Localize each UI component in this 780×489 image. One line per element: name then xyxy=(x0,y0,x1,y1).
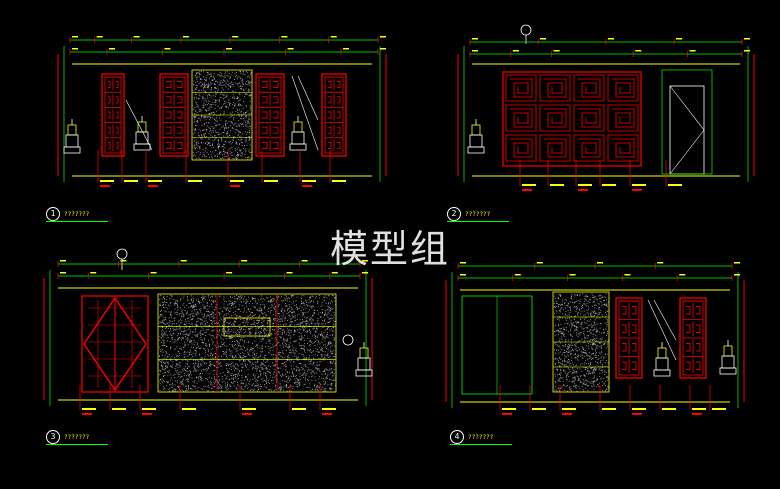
elevation-1-top-dim xyxy=(69,36,386,43)
elevation-4-top-dim xyxy=(457,262,740,269)
elevation-4-frame xyxy=(445,272,745,408)
view-underline-1 xyxy=(46,221,108,222)
elevation-2-frame xyxy=(457,46,755,182)
view-title-4: ??????? xyxy=(468,433,494,441)
elevation-3-lantern xyxy=(355,342,373,377)
elevation-3-top-dim-2 xyxy=(57,272,368,279)
elevation-1-lattice-c xyxy=(255,73,285,157)
elevation-3-stone-wall xyxy=(157,293,337,393)
elevation-1-stone xyxy=(191,69,253,161)
elevation-2-top-dim-2 xyxy=(469,50,750,57)
elevation-2-grid-bubble xyxy=(520,24,532,36)
elevation-4 xyxy=(445,262,745,415)
elevation-4-lantern-a xyxy=(653,342,671,377)
elevation-1-lantern-a xyxy=(133,116,151,151)
elevation-3-section-bubble xyxy=(342,334,354,346)
elevation-4-callouts xyxy=(499,385,726,415)
view-underline-4 xyxy=(450,444,512,445)
elevation-2-top-dim xyxy=(469,38,750,45)
elevation-1-lantern-b xyxy=(289,116,307,151)
elevation-4-lattice-a xyxy=(615,297,643,379)
view-number-4: 4 xyxy=(450,430,464,444)
elevation-2-door-frame xyxy=(661,69,713,175)
elevation-2-door xyxy=(669,85,705,175)
elevation-4-stone xyxy=(552,291,610,393)
view-tag-1: 1 ??????? xyxy=(46,207,108,222)
elevation-3-top-dim xyxy=(57,260,368,267)
view-number-2: 2 xyxy=(447,207,461,221)
elevation-3 xyxy=(43,248,373,415)
elevation-1-callouts xyxy=(97,150,346,187)
view-tag-2: 2 ??????? xyxy=(447,207,509,222)
elevation-1-top-dim-2 xyxy=(69,48,386,55)
view-title-1: ??????? xyxy=(64,210,90,218)
view-tag-3: 3 ??????? xyxy=(46,430,108,445)
view-tag-4: 4 ??????? xyxy=(450,430,512,445)
elevation-1-lattice-d xyxy=(321,73,347,157)
elevation-1-lattice-a xyxy=(101,73,125,157)
elevation-3-callouts xyxy=(79,385,336,415)
elevation-4-top-dim-2 xyxy=(457,274,740,281)
view-number-1: 1 xyxy=(46,207,60,221)
view-title-3: ??????? xyxy=(64,433,90,441)
elevation-3-center-panel xyxy=(223,317,271,337)
elevation-4-lantern-b xyxy=(719,340,737,375)
elevation-2-lantern xyxy=(467,119,485,154)
elevation-4-opening xyxy=(461,295,533,395)
elevation-1 xyxy=(57,36,387,187)
view-underline-3 xyxy=(46,444,108,445)
elevation-3-frame xyxy=(43,270,373,406)
elevation-2 xyxy=(457,24,755,191)
view-underline-2 xyxy=(447,221,509,222)
view-number-3: 3 xyxy=(46,430,60,444)
elevation-3-lattice-door xyxy=(81,295,149,393)
elevation-3-grid-bubble xyxy=(116,248,128,260)
elevation-2-callouts xyxy=(519,160,682,191)
view-title-2: ??????? xyxy=(465,210,491,218)
elevation-2-lattice-wall xyxy=(502,71,642,167)
elevation-4-lattice-b xyxy=(679,297,707,379)
elevation-1-lantern-side xyxy=(63,119,81,154)
elevation-1-lattice-b xyxy=(159,73,189,157)
